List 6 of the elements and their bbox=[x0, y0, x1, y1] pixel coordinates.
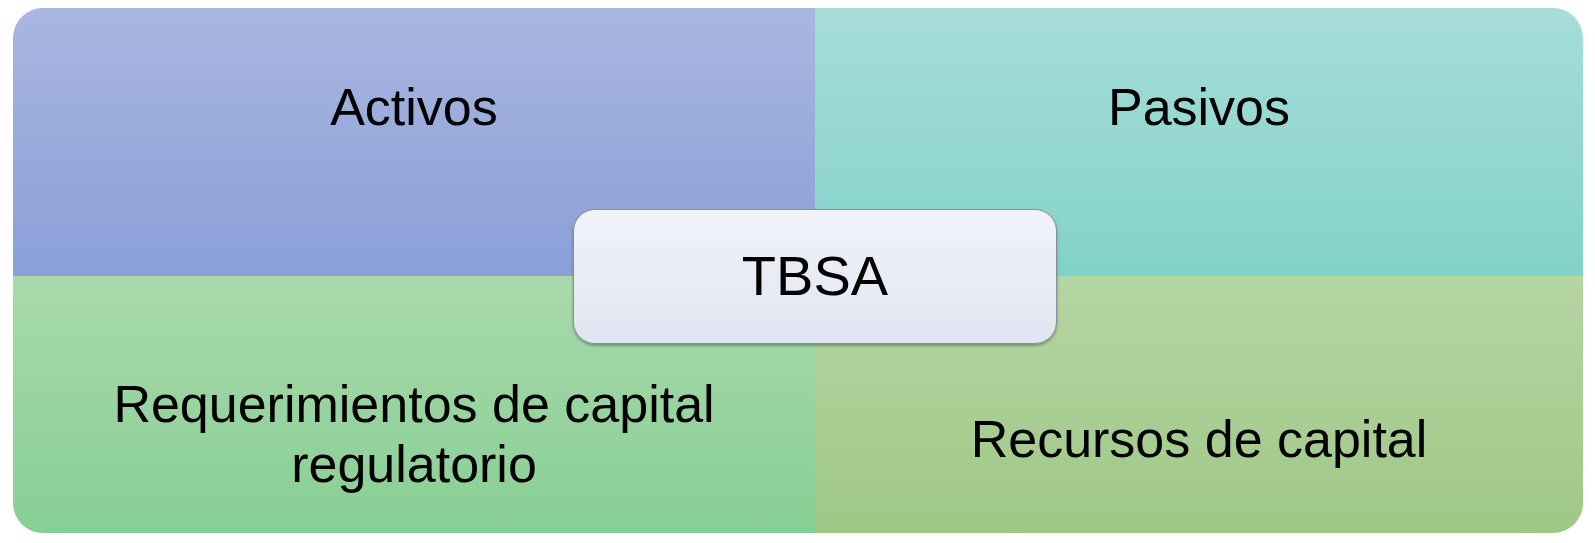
quadrant-label: Activos bbox=[330, 78, 498, 138]
center-label: TBSA bbox=[741, 244, 889, 309]
quadrant-label: Pasivos bbox=[1107, 78, 1291, 138]
quadrant-label: Recursos de capital bbox=[970, 409, 1428, 470]
center-box bbox=[573, 209, 1057, 344]
quadrant-label: Requerimientos de capital regulatorio bbox=[112, 375, 716, 495]
